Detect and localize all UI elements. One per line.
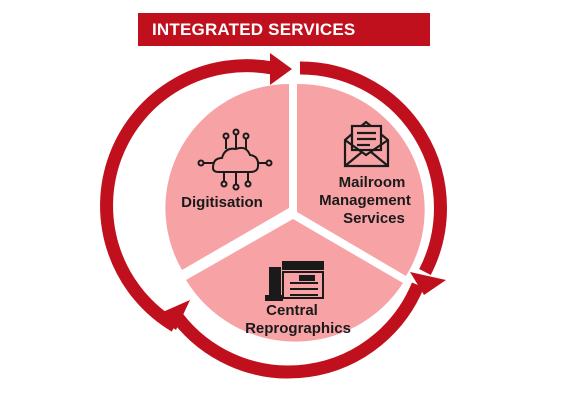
printer-copier-icon — [265, 261, 324, 301]
cycle-arrow-right — [299, 61, 447, 275]
cycle-ring — [100, 53, 447, 379]
cycle-arrowhead-top — [270, 53, 292, 85]
mail-envelope-icon — [343, 120, 390, 168]
segment-label-reprographics-line2: Reprographics — [245, 320, 351, 337]
pie-segments — [165, 83, 425, 342]
segment-label-mailroom-line2: Management — [319, 192, 411, 209]
diagram-title-banner: INTEGRATED SERVICES — [138, 13, 430, 46]
segment-label-mailroom-line1: Mailroom — [339, 174, 406, 191]
segment-mailroom — [297, 83, 425, 276]
segment-label-digitisation: Digitisation — [181, 194, 263, 211]
cycle-arrow-bottom — [172, 282, 425, 379]
cycle-arrowhead-bottom-left — [156, 300, 190, 330]
segment-label-mailroom-line3: Services — [343, 210, 405, 227]
segment-label-reprographics-line1: Central — [266, 302, 318, 319]
cycle-arrowhead-right — [410, 272, 446, 295]
cloud-network-icon — [197, 128, 273, 191]
cycle-arrow-left — [100, 59, 274, 332]
segment-reprographics — [186, 219, 403, 342]
segment-digitisation — [165, 84, 289, 270]
